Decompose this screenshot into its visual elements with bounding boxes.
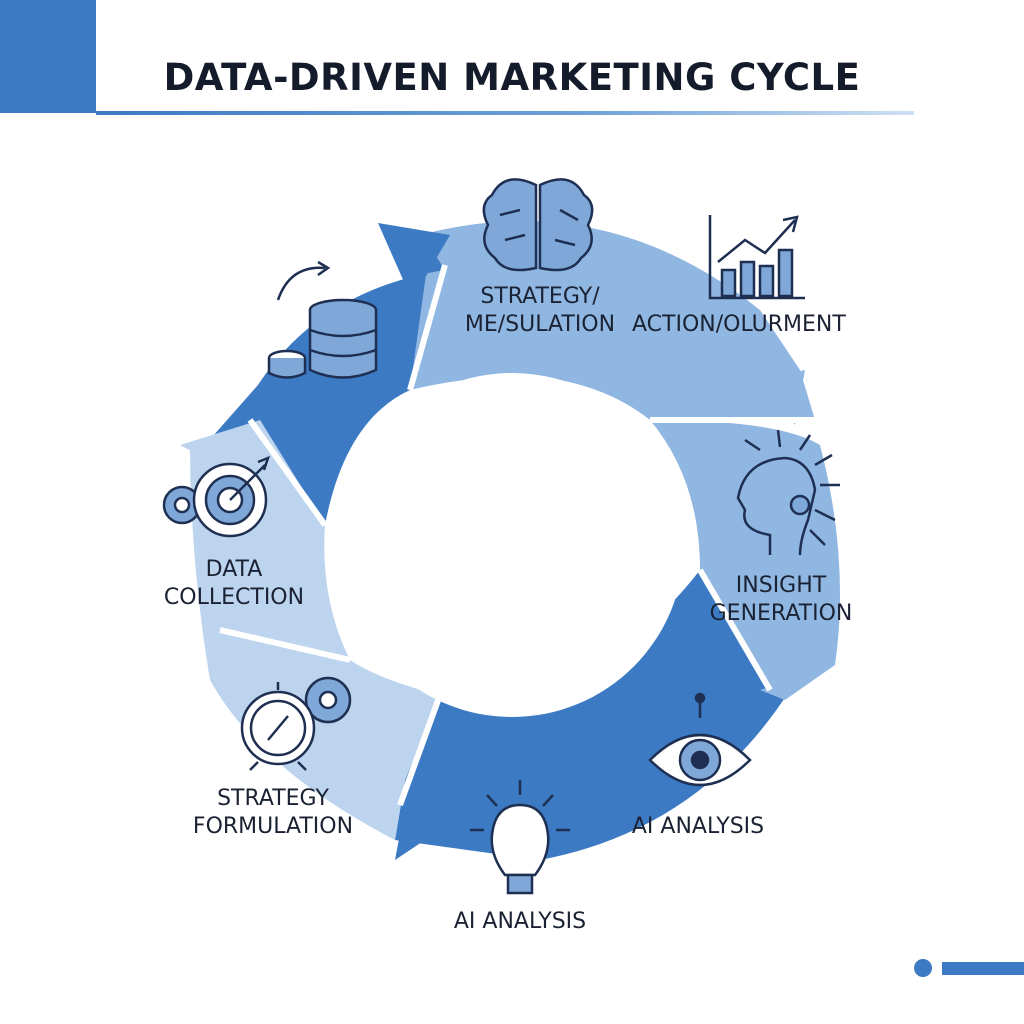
title-underline	[96, 111, 914, 115]
lightbulb-icon	[470, 780, 570, 895]
brain-icon	[482, 178, 594, 272]
arrow-head-bottom	[395, 780, 455, 860]
label-line: DATA	[205, 557, 263, 582]
stage-label-bottom-left: STRATEGY FORMULATION	[193, 785, 353, 841]
stage-label-bottom: AI ANALYSIS	[454, 908, 586, 936]
ring-separator	[247, 418, 328, 527]
ring-separator	[697, 568, 773, 692]
label-line: INSIGHT	[735, 573, 827, 598]
ai-head-icon	[736, 429, 840, 556]
ring-center	[340, 373, 684, 717]
label-line: ACTION/OLURMENT	[632, 312, 846, 337]
label-line: COLLECTION	[163, 585, 305, 610]
label-line: STRATEGY	[217, 786, 329, 811]
footer-dot	[914, 959, 932, 977]
database-icon	[267, 260, 378, 379]
ring-separator	[407, 264, 448, 391]
label-line: GENERATION	[709, 601, 853, 626]
page-title: DATA-DRIVEN MARKETING CYCLE	[163, 56, 861, 99]
compass-gear-icon	[240, 676, 352, 771]
ring-segment-right	[650, 420, 840, 690]
growth-chart-icon	[708, 215, 805, 300]
header-accent-block	[0, 0, 96, 113]
label-line: STRATEGY/	[480, 284, 600, 309]
label-line: AI ANALYSIS	[631, 814, 765, 839]
stage-label-top: STRATEGY/ ME/SULATION	[465, 283, 615, 339]
arrow-head-right	[760, 370, 805, 425]
ring-segment-top	[410, 221, 815, 423]
arrow-head-top	[378, 223, 450, 300]
stage-label-bottom-right: AI ANALYSIS	[632, 813, 764, 841]
eye-icon	[648, 692, 752, 787]
stage-label-top-right: ACTION/OLURMENT	[632, 311, 846, 339]
label-line: ME/SULATION	[464, 312, 616, 337]
ring-separator	[219, 627, 351, 663]
ring-separator	[397, 693, 443, 807]
label-line: FORMULATION	[192, 814, 354, 839]
ring-segment-bottom-left	[210, 630, 440, 840]
target-gear-icon	[162, 455, 271, 538]
cycle-ring	[180, 221, 840, 860]
stage-label-left: DATA COLLECTION	[164, 556, 304, 612]
stage-label-right: INSIGHT GENERATION	[710, 572, 853, 628]
arrow-head-bottom-right	[760, 665, 835, 700]
footer-bar	[942, 962, 1024, 975]
label-line: AI ANALYSIS	[453, 909, 587, 934]
ring-segment-top-left	[205, 232, 445, 525]
ring-segment-bottom-right	[395, 570, 790, 860]
